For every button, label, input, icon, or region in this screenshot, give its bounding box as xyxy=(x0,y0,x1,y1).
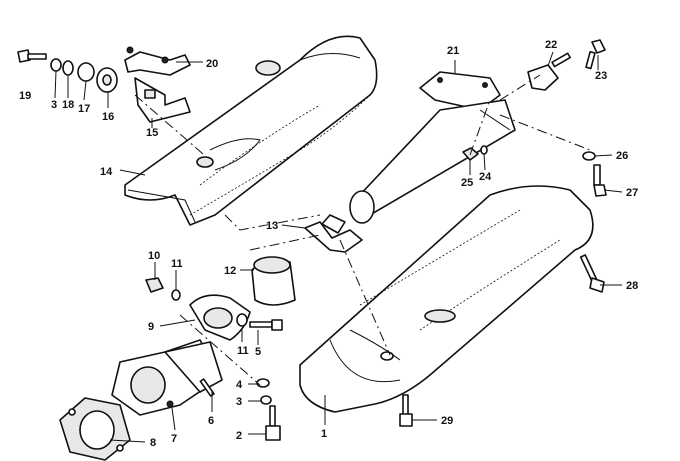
callout-1: 1 xyxy=(321,428,327,440)
clamp-13 xyxy=(304,214,363,253)
washer-3-top xyxy=(50,58,62,72)
mounting-plate-21 xyxy=(419,71,501,111)
callout-18: 18 xyxy=(62,99,74,111)
callout-15: 15 xyxy=(146,127,158,139)
callout-21: 21 xyxy=(447,45,459,57)
callout-7: 7 xyxy=(171,433,177,445)
callout-20: 20 xyxy=(206,58,218,70)
callout-16: 16 xyxy=(102,111,114,123)
assembly-center-lines xyxy=(134,74,591,386)
callout-22: 22 xyxy=(545,39,557,51)
callout-11-left: 11 xyxy=(171,258,183,270)
bolt-2 xyxy=(265,405,281,441)
washer-3-bottom xyxy=(260,395,272,405)
callout-6: 6 xyxy=(208,415,214,427)
callout-19: 19 xyxy=(19,90,31,102)
washer-18 xyxy=(62,60,74,76)
callout-17: 17 xyxy=(78,103,90,115)
washer-24 xyxy=(480,145,488,155)
washer-26 xyxy=(582,151,596,161)
bolt-19 xyxy=(17,49,47,63)
callout-9: 9 xyxy=(148,321,154,333)
clamp-20 xyxy=(124,46,191,76)
callout-8: 8 xyxy=(150,437,156,449)
callout-28: 28 xyxy=(626,280,638,292)
gasket-8 xyxy=(59,397,131,461)
flange-housing-7 xyxy=(111,339,223,416)
lower-steering-column-shroud xyxy=(299,185,594,413)
callout-2: 2 xyxy=(236,430,242,442)
leader-lines xyxy=(54,51,623,443)
callout-24: 24 xyxy=(479,171,492,183)
bracket-22 xyxy=(527,52,571,91)
bolt-5 xyxy=(249,319,283,331)
clamp-ring-9 xyxy=(189,294,251,341)
callout-29: 29 xyxy=(441,415,453,427)
callout-5: 5 xyxy=(255,346,261,358)
callout-3: 3 xyxy=(236,396,242,408)
callout-13: 13 xyxy=(266,220,278,232)
steering-column-tube xyxy=(349,99,516,224)
callout-14: 14 xyxy=(100,166,113,178)
washer-4 xyxy=(256,378,270,388)
grommet-16 xyxy=(96,67,118,93)
bolt-23 xyxy=(585,39,606,70)
washer-11-left xyxy=(171,289,181,301)
bushing-17 xyxy=(77,62,95,82)
upper-steering-column-shroud xyxy=(124,35,378,226)
callout-4: 4 xyxy=(236,379,243,391)
bushing-12 xyxy=(251,256,296,306)
callout-labels: 1 2 3 4 5 6 7 8 9 10 11 11 12 13 14 15 1… xyxy=(19,39,638,449)
bolt-27 xyxy=(593,164,607,197)
callout-11-right: 11 xyxy=(237,345,249,357)
nut-10 xyxy=(145,277,164,293)
bracket-15 xyxy=(134,77,191,123)
bolt-28 xyxy=(579,254,605,293)
callout-27: 27 xyxy=(626,187,638,199)
callout-3-top: 3 xyxy=(51,99,57,111)
washer-11-right xyxy=(236,313,248,327)
bolt-29 xyxy=(399,394,413,427)
callout-25: 25 xyxy=(461,177,473,189)
callout-26: 26 xyxy=(616,150,628,162)
callout-12: 12 xyxy=(224,265,236,277)
callout-10: 10 xyxy=(148,250,160,262)
callout-23: 23 xyxy=(595,70,607,82)
